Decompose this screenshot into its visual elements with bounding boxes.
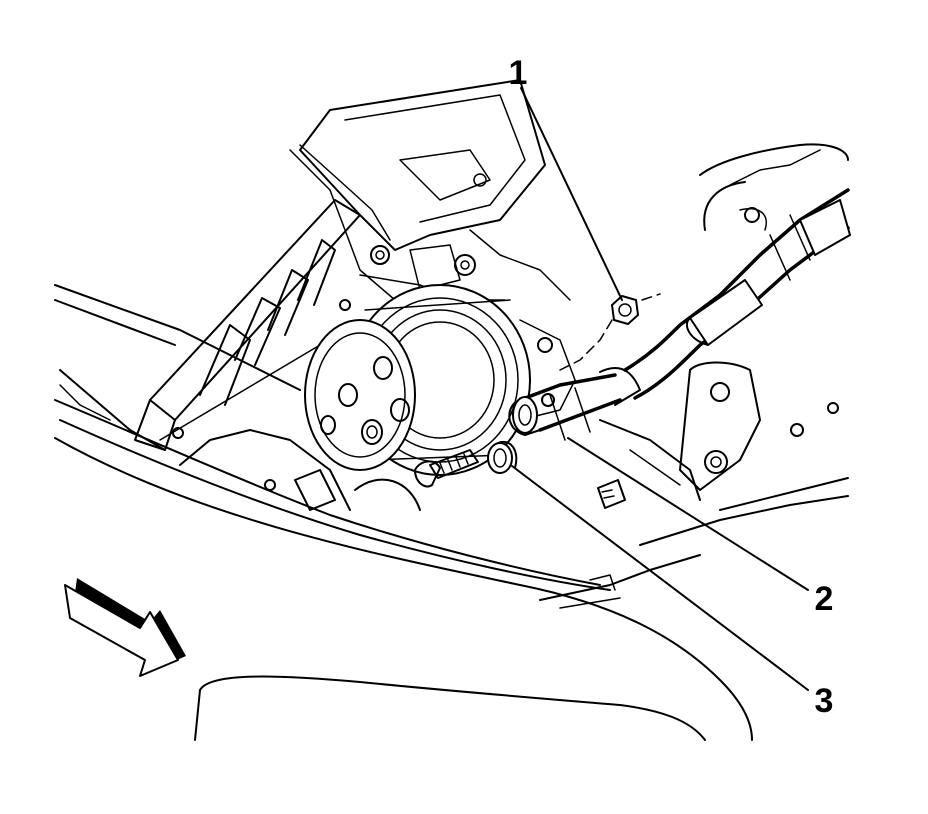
leader-line-3 xyxy=(511,465,809,691)
leader-line-2 xyxy=(567,437,809,591)
front-fascia xyxy=(54,437,753,741)
callout-3: 3 xyxy=(815,682,834,720)
ac-compressor xyxy=(304,284,576,476)
nut xyxy=(559,293,661,371)
seal-o-ring xyxy=(487,440,518,474)
upper-engine-structure xyxy=(289,79,571,301)
lower-cross-member xyxy=(54,384,611,591)
leader-line-1 xyxy=(520,87,623,301)
compressor-stud xyxy=(414,449,479,488)
refrigerant-line xyxy=(508,188,851,441)
radiator-support-rail xyxy=(54,199,361,451)
callout-2: 2 xyxy=(815,580,834,618)
leader-lines xyxy=(511,87,809,691)
callout-1: 1 xyxy=(509,54,528,92)
right-bracket xyxy=(597,143,849,546)
forward-arrow-icon xyxy=(64,578,186,677)
